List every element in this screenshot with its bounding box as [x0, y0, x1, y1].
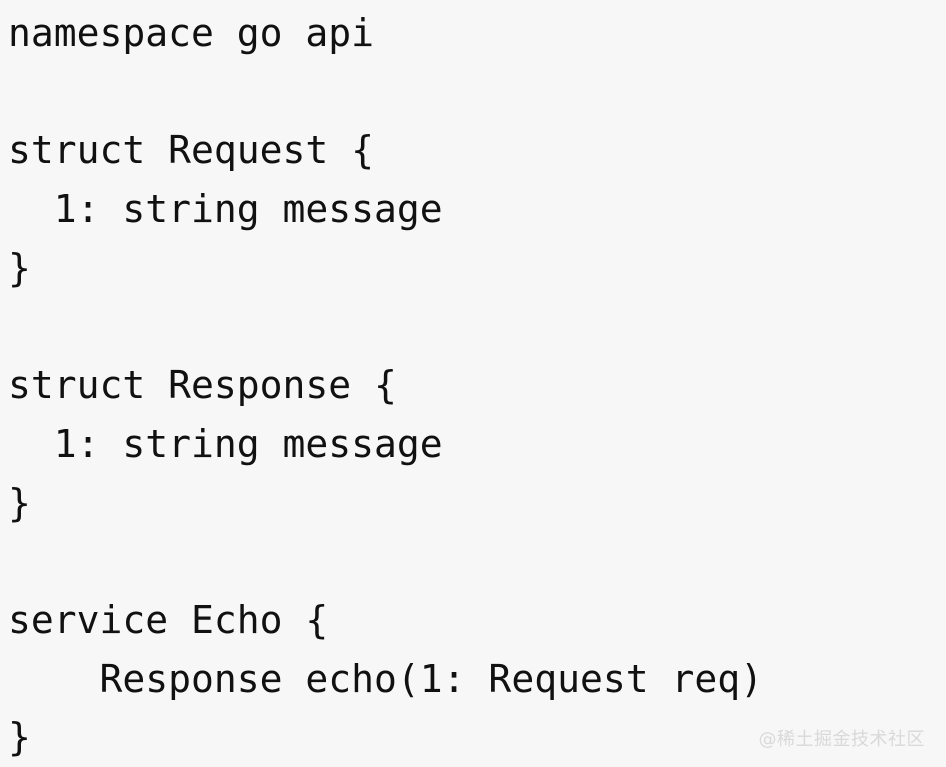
- code-line: 1: string message: [8, 421, 443, 466]
- code-line: Response echo(1: Request req): [8, 656, 763, 701]
- watermark: @稀土掘金技术社区: [758, 729, 925, 750]
- code-line: struct Request {: [8, 128, 375, 173]
- code-line: }: [8, 715, 31, 760]
- code-line-blank: [8, 297, 763, 356]
- code-block[interactable]: namespace go api struct Request { 1: stri…: [8, 4, 763, 767]
- code-line: service Echo {: [8, 597, 329, 642]
- code-line-blank: [8, 63, 763, 122]
- code-line-blank: [8, 532, 763, 591]
- code-line: 1: string message: [8, 187, 443, 232]
- code-line: namespace go api: [8, 11, 375, 55]
- code-line: struct Response {: [8, 363, 397, 408]
- code-line: }: [8, 245, 31, 290]
- code-line: }: [8, 480, 31, 525]
